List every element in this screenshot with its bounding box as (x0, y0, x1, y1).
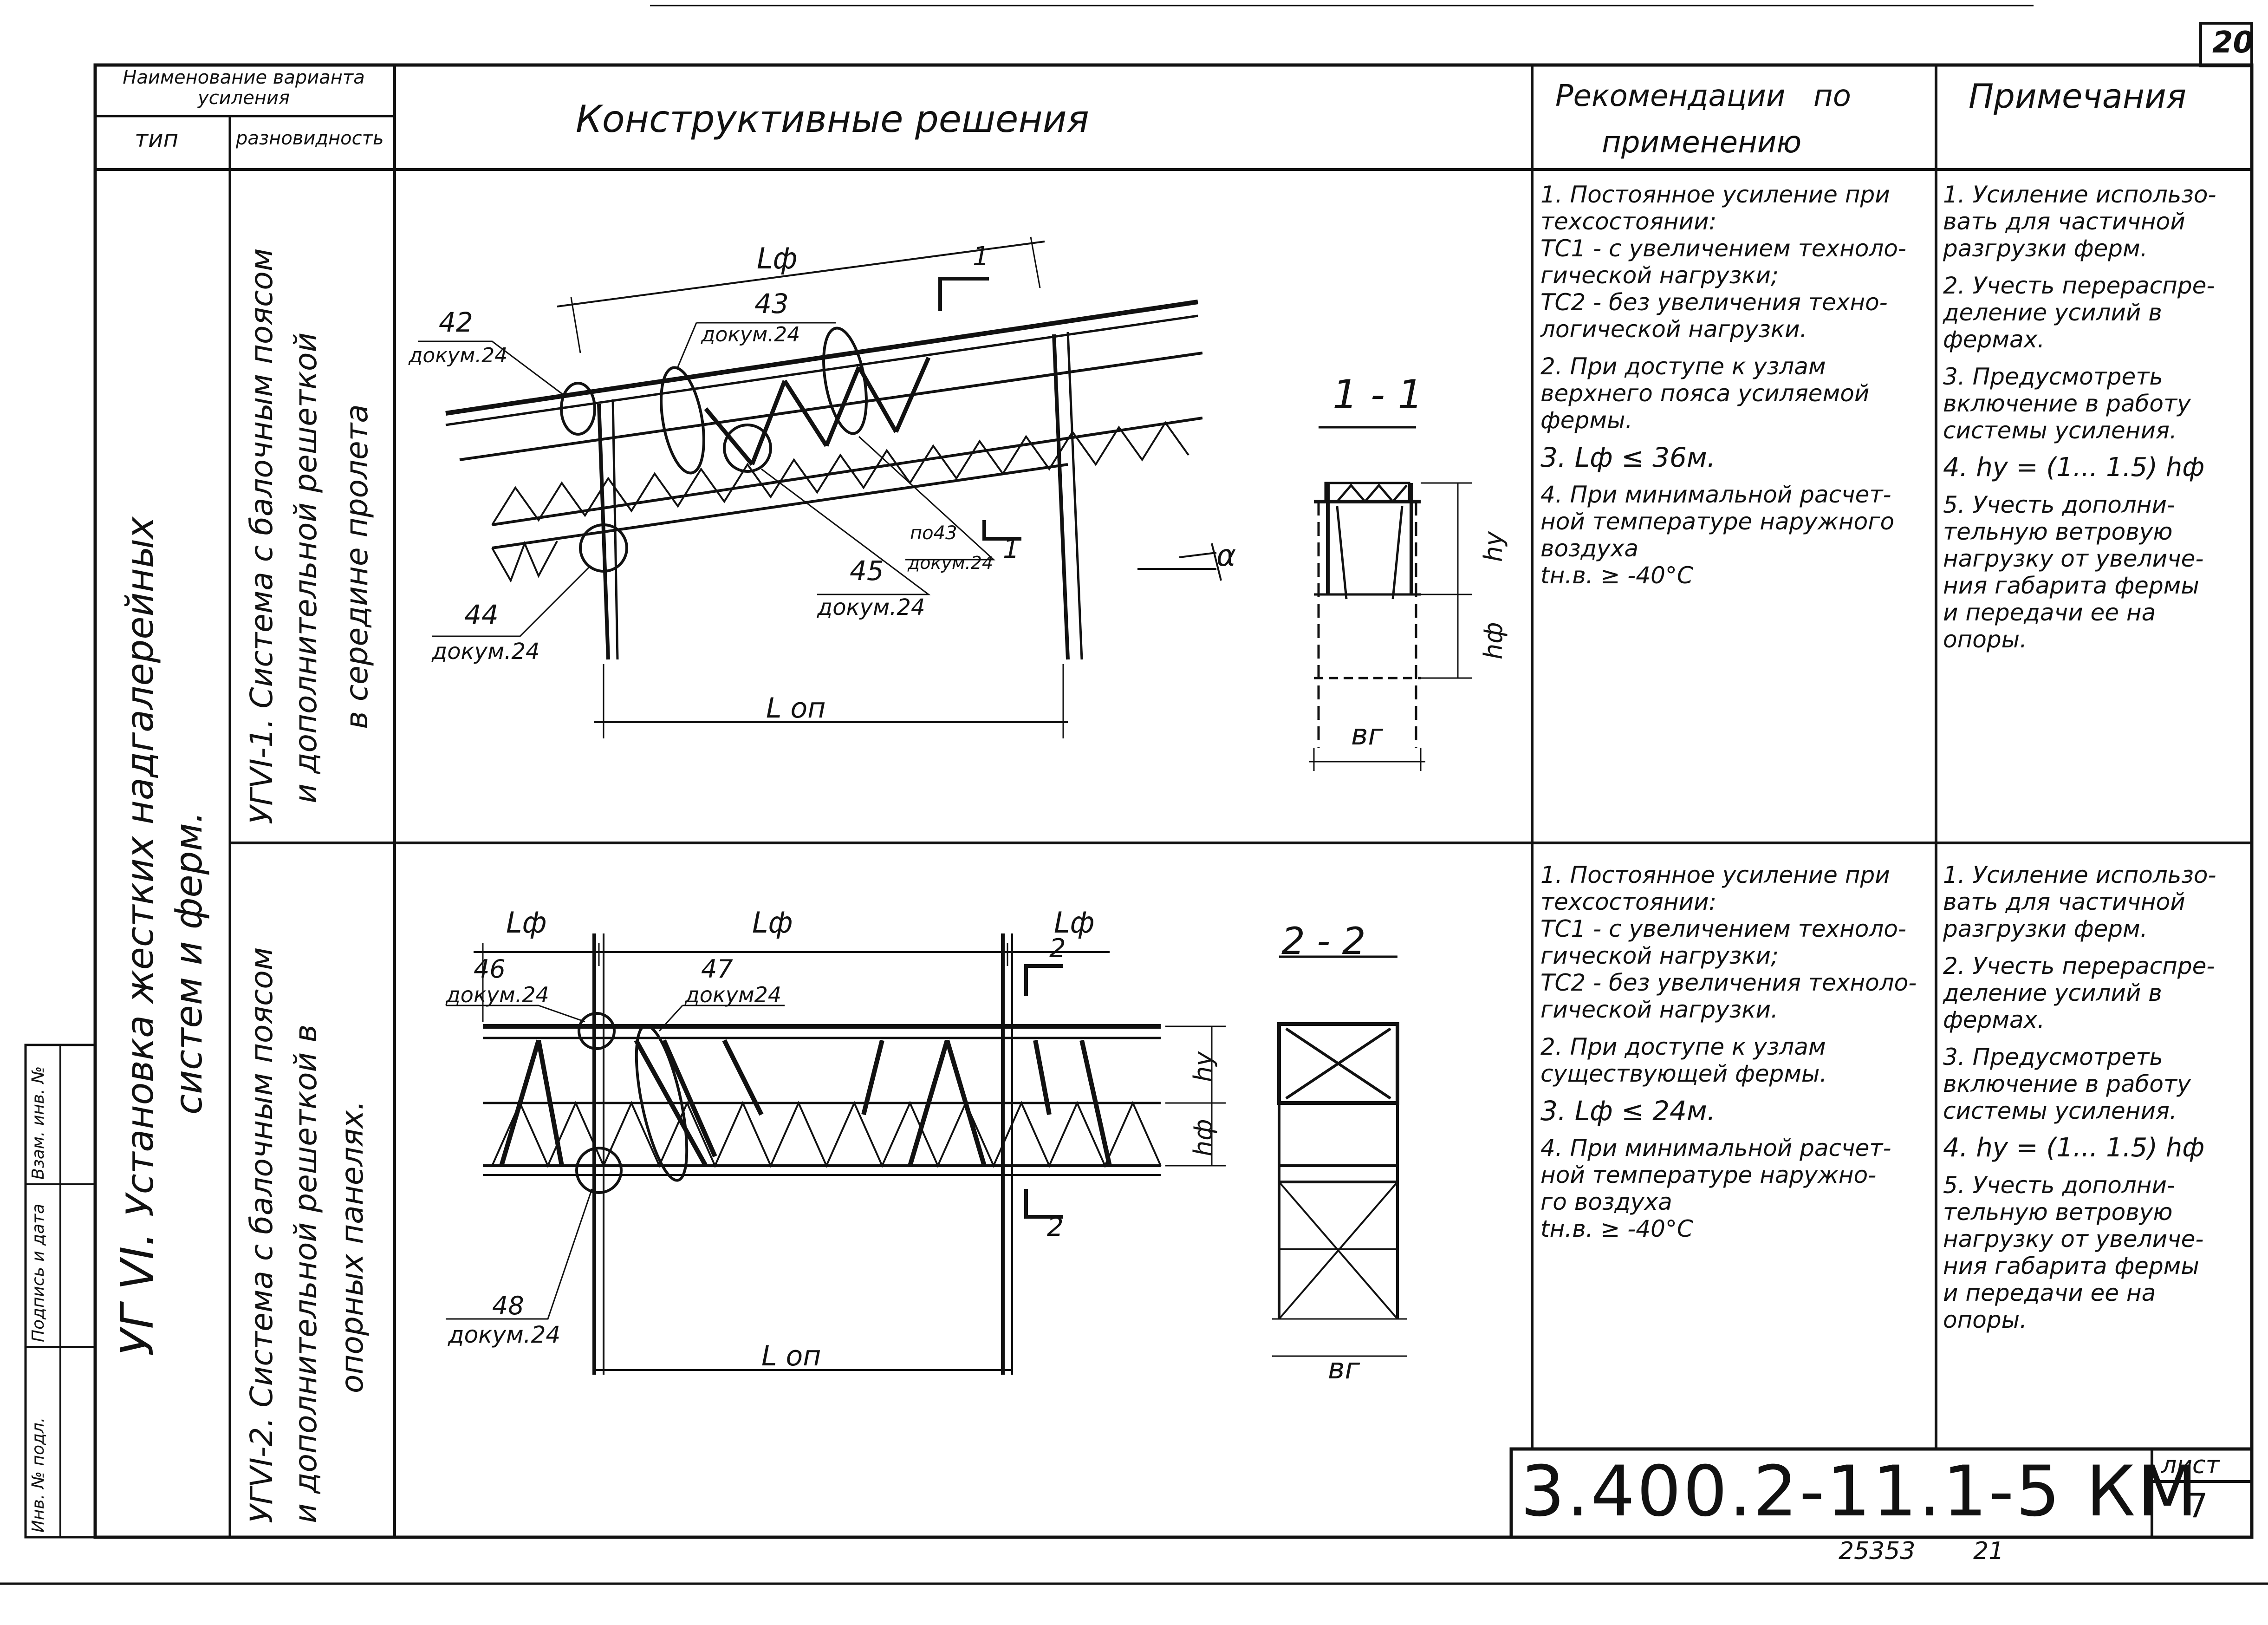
header-recommendations-1: Рекомендации по (1555, 79, 1851, 113)
side-inv-no-orig: Инв. № подл. (29, 1417, 48, 1533)
note-2-item: 5. Учесть дополни- тельную ветровую нагр… (1943, 1172, 2204, 1333)
rec-2-item: 2. При доступе к узлам существующей ферм… (1540, 1033, 1827, 1087)
note-1-item: 2. Учесть перераспре- деление усилий в ф… (1943, 272, 2215, 353)
d1-callout-po43: по43 (910, 522, 957, 544)
d1-alpha: α (1216, 539, 1236, 573)
variety-1-line-1: УГVI-1. Система с балочным поясом (244, 248, 279, 824)
variety-1-line-2: и дополнительной решеткой (288, 332, 324, 803)
sheet-number: 7 (2187, 1486, 2208, 1525)
header-variety: разновидность (236, 128, 384, 149)
d1-hf: hф (1479, 622, 1508, 659)
d1-section-mark-top: 1 (973, 241, 989, 272)
d2-lf-left: Lф (506, 906, 547, 940)
header-constructive: Конструктивные решения (576, 98, 1089, 141)
recommendations-1: 1. Постоянное усиление при техсостоянии:… (1540, 181, 1930, 599)
variety-2-line-2: и дополнительной решеткой в (288, 1024, 324, 1523)
header-recommendations-2: применению (1602, 125, 1802, 160)
d1-callout-44: 44 (464, 599, 499, 631)
d2-callout-46: 46 (474, 954, 506, 984)
d2-lf-mid: Lф (752, 906, 793, 940)
d1-bg: вг (1351, 718, 1384, 751)
note-2-item: 4. hу = (1... 1.5) hф (1943, 1133, 2205, 1163)
d1-dokum-44: докум.24 (432, 639, 540, 665)
document-code: 3.400.2-11.1-5 КМ (1521, 1451, 2199, 1532)
variety-2-line-1: УГVI-2. Система с балочным поясом (244, 947, 279, 1523)
d2-dokum-48: докум.24 (448, 1321, 561, 1348)
d1-lop-label: L оп (766, 692, 826, 724)
type-line-1: Установка жестких надгалерейных (118, 516, 162, 1217)
d2-hy: hу (1189, 1051, 1218, 1082)
rec-2-item: 4. При минимальной расчет- ной температу… (1540, 1135, 1891, 1242)
d1-dokum-42: докум.24 (409, 344, 508, 367)
type-line-2: систем и ферм. (167, 811, 210, 1115)
rec-1-item: 3. Lф ≤ 36м. (1540, 442, 1716, 473)
archive-sheet: 21 (1973, 1537, 2004, 1565)
notes-1: 1. Усиление использо- вать для частичной… (1943, 181, 2249, 663)
page-number: 20 (2212, 26, 2254, 60)
recommendations-2: 1. Постоянное усиление при техсостоянии:… (1540, 861, 1930, 1253)
variety-1-line-3: в середине пролета (339, 404, 375, 729)
side-sign-date: Подпись и дата (29, 1203, 48, 1342)
d2-callout-48: 48 (492, 1291, 524, 1320)
note-2-item: 2. Учесть перераспре- деление усилий в ф… (1943, 953, 2215, 1033)
rec-1-item: 2. При доступе к узлам верхнего пояса ус… (1540, 353, 1870, 434)
d1-section-mark-bottom: 1 (1003, 534, 1020, 564)
note-2-item: 1. Усиление использо- вать для частичной… (1943, 861, 2216, 942)
d1-callout-43: 43 (754, 288, 789, 320)
d1-section-title: 1 - 1 (1332, 372, 1423, 418)
side-inv-no-repl: Взам. инв. № (29, 1066, 48, 1180)
rec-1-item: 4. При минимальной расчет- ной температу… (1540, 481, 1895, 589)
d2-section-mark-top: 2 (1049, 933, 1066, 964)
d2-callout-47: 47 (701, 954, 733, 984)
d1-lf-label: Lф (757, 241, 798, 275)
d1-callout-42: 42 (439, 307, 473, 338)
sheet-label: лист (2161, 1451, 2220, 1479)
d1-dokum-po43: докум.24 (908, 553, 994, 573)
note-1-item: 3. Предусмотреть включение в работу сист… (1943, 363, 2191, 444)
notes-2: 1. Усиление использо- вать для частичной… (1943, 861, 2249, 1344)
variety-2-line-3: опорных панелях. (334, 1100, 370, 1393)
note-1-item: 4. hу = (1... 1.5) hф (1943, 452, 2205, 483)
rec-2-item: 1. Постоянное усиление при техсостоянии:… (1540, 861, 1917, 1023)
d1-dokum-43: докум.24 (701, 323, 800, 346)
note-1-item: 1. Усиление использо- вать для частичной… (1943, 181, 2216, 262)
type-code: УГ VI. (111, 1232, 163, 1356)
d2-hf: hф (1189, 1119, 1218, 1156)
archive-number: 25353 (1839, 1537, 1916, 1565)
note-1-item: 5. Учесть дополни- тельную ветровую нагр… (1943, 491, 2204, 653)
d1-hy: hу (1479, 531, 1508, 562)
rec-2-item: 3. Lф ≤ 24м. (1540, 1095, 1716, 1127)
header-type: тип (135, 125, 179, 152)
d2-section-mark-bottom: 2 (1047, 1212, 1064, 1242)
d2-section-title: 2 - 2 (1281, 920, 1366, 963)
header-notes: Примечания (1969, 77, 2187, 116)
note-2-item: 3. Предусмотреть включение в работу сист… (1943, 1044, 2191, 1124)
d1-dokum-45: докум.24 (817, 594, 925, 620)
header-variant-name: Наименование варианта усиления (123, 67, 365, 109)
d2-lop-label: L оп (761, 1340, 821, 1372)
d2-dokum-46: докум.24 (446, 982, 549, 1007)
d2-lf-right: Lф (1054, 906, 1095, 940)
d1-callout-45: 45 (850, 555, 884, 587)
rec-1-item: 1. Постоянное усиление при техсостоянии:… (1540, 181, 1906, 343)
d2-dokum-47: докум24 (685, 982, 782, 1007)
d2-bg: вг (1328, 1351, 1360, 1385)
